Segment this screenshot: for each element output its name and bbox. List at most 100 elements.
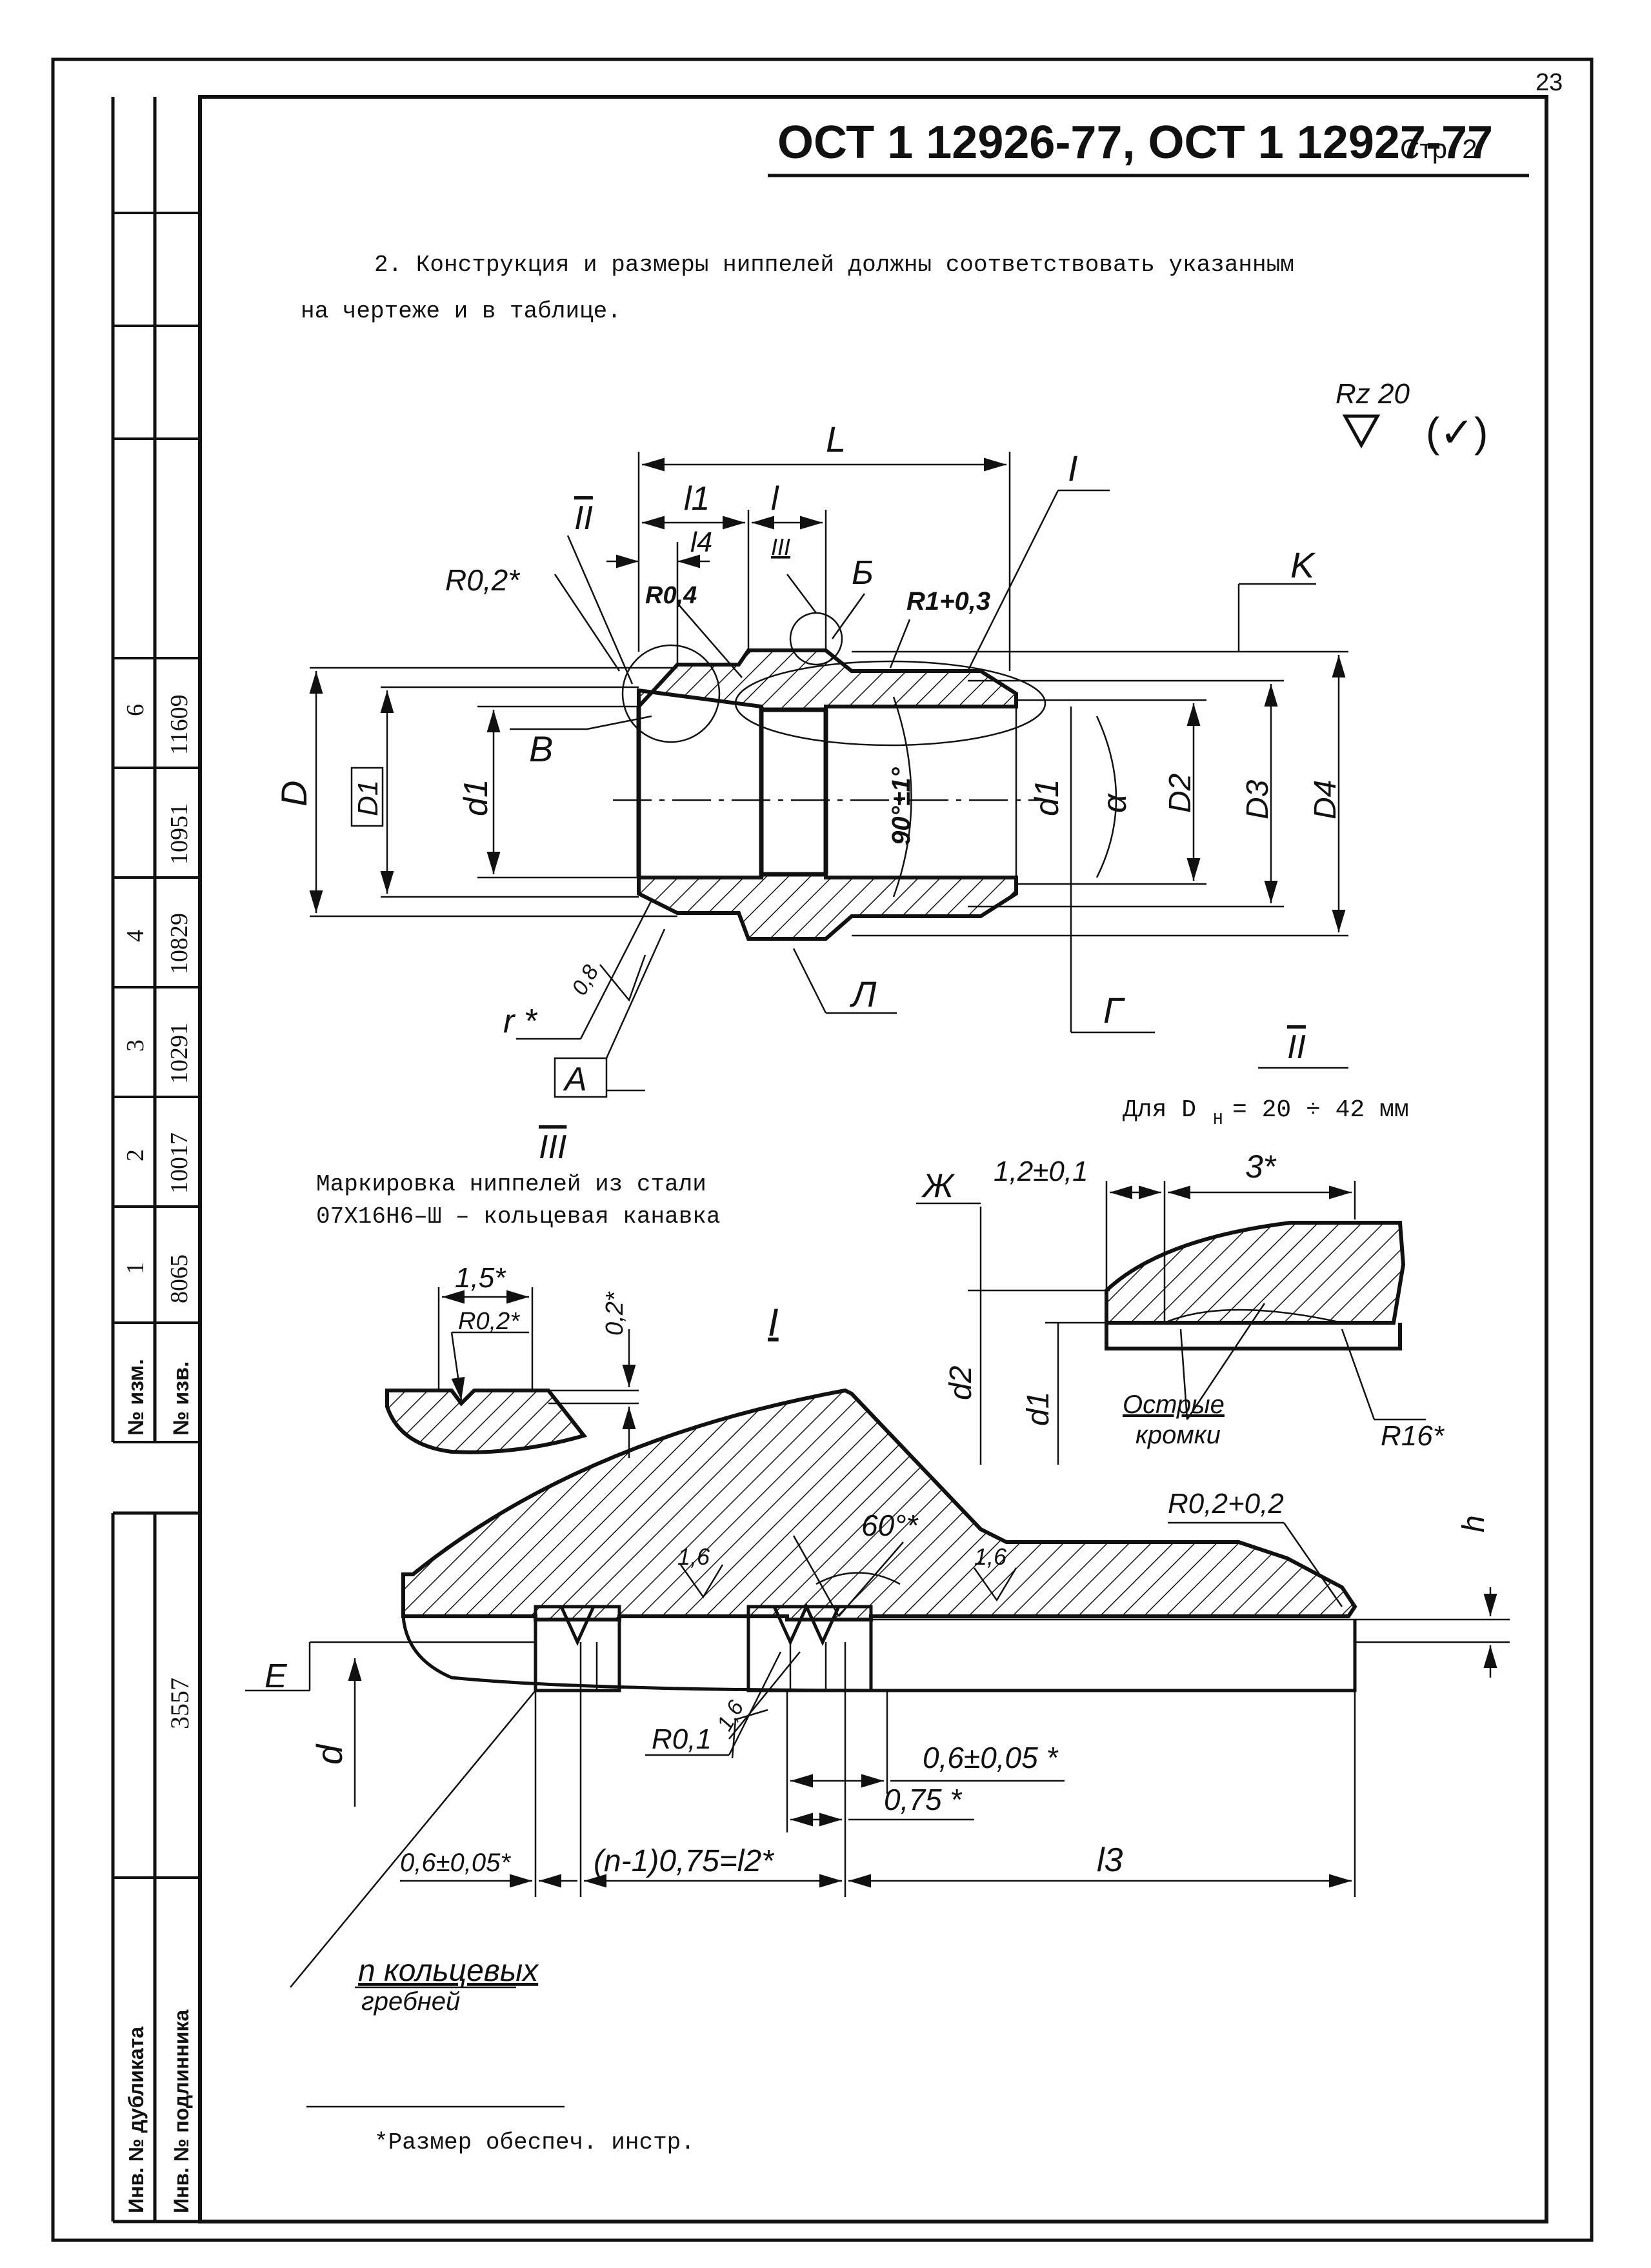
label-D1: D1: [352, 780, 384, 816]
view-I-title: I: [768, 1301, 779, 1344]
marking-line-1: Маркировка ниппелей из стали: [316, 1171, 706, 1198]
view-I-l3: l3: [1097, 1841, 1123, 1879]
view-I-ridges-2: гребней: [361, 1987, 460, 2016]
view-I-R01: R0,1: [652, 1723, 712, 1755]
stamp-bottom-label-2: Инв. № подлинника: [170, 2010, 193, 2213]
d-range-value: = 20 ÷ 42 мм: [1232, 1096, 1409, 1124]
stamp-cell-6: 6: [122, 704, 149, 716]
roughness-symbol: Rz 20 (✓): [1336, 378, 1488, 456]
view-I-angle60: 60°*: [861, 1509, 919, 1542]
label-L-letter: Л: [850, 974, 877, 1014]
detail-oval-I: [734, 660, 1046, 747]
view-I-rough16b: 1,6: [974, 1543, 1007, 1570]
stamp-cell-4: 4: [122, 930, 149, 942]
view-I-rough16a: 1,6: [677, 1543, 710, 1570]
side-stamp: 6 11609 10951 4 10829 3 10291 2 10017 1 …: [111, 97, 200, 2223]
view-I-R02: R0,2+0,2: [1168, 1488, 1284, 1520]
footnote: *Размер обеспеч. инстр.: [374, 2129, 695, 2156]
view-II-sharp-2: кромки: [1136, 1421, 1221, 1449]
label-r: r *: [503, 1003, 538, 1040]
intro-line-2: на чертеже и в таблице.: [301, 298, 621, 325]
label-R04: R0,4: [645, 582, 697, 609]
view-I-ridges-1: n кольцевых: [358, 1954, 539, 1988]
page-number: 23: [1536, 69, 1563, 96]
view-III-R02: R0,2*: [458, 1308, 520, 1335]
roughness-label: Rz 20: [1336, 378, 1410, 410]
view-I-E: Е: [265, 1658, 288, 1695]
stamp-bottom-label-1: Инв. № дубликата: [125, 2027, 148, 2213]
label-angle: 90°±1°: [887, 767, 916, 845]
label-D2: D2: [1163, 774, 1197, 813]
label-G: Г: [1103, 990, 1125, 1030]
view-I-d: d: [309, 1743, 350, 1765]
label-l: l: [771, 480, 779, 517]
label-L: L: [826, 419, 846, 459]
header-title: ОСТ 1 12926-77, ОСТ 1 12927-77: [777, 117, 1493, 168]
label-B6: Б: [852, 554, 874, 592]
stamp-cell-11609: 11609: [166, 694, 193, 755]
label-K: K: [1290, 545, 1316, 585]
label-D4: D4: [1308, 780, 1343, 819]
d-range-sub: Н: [1213, 1110, 1223, 1129]
label-l4: l4: [690, 527, 712, 558]
d-range-note: Для D Н = 20 ÷ 42 мм: [1123, 1096, 1409, 1129]
view-III-section: [385, 1389, 588, 1454]
marking-line-2: 07Х16Н6–Ш – кольцевая канавка: [316, 1203, 721, 1230]
d-range-prefix: Для D: [1123, 1096, 1196, 1124]
outer-frame: [51, 57, 1594, 2242]
label-D3: D3: [1241, 779, 1275, 819]
stamp-cell-1: 1: [122, 1262, 149, 1274]
marking-title: III: [539, 1129, 566, 1166]
stamp-cell-8065: 8065: [166, 1254, 193, 1303]
stamp-cell-10017: 10017: [166, 1132, 193, 1194]
detail-circle-II: [621, 644, 721, 743]
label-D: D: [274, 781, 314, 807]
stamp-cell-10291: 10291: [166, 1023, 193, 1084]
view-I-dim075: 0,75 *: [884, 1783, 963, 1816]
label-d1-right: d1: [1028, 779, 1066, 816]
stamp-cell-10951: 10951: [166, 803, 193, 865]
stamp-cell-3: 3: [122, 1039, 149, 1052]
label-R02: R0,2*: [445, 563, 521, 597]
view-II-dim2: 3*: [1245, 1149, 1277, 1185]
roughness-paren: (✓): [1426, 409, 1488, 456]
label-B: В: [529, 728, 553, 769]
label-R1: R1+0,3: [906, 587, 990, 616]
view-II-zh: Ж: [921, 1167, 956, 1205]
view-II-d1: d1: [1021, 1392, 1056, 1426]
marking-note: III Маркировка ниппелей из стали 07Х16Н6…: [316, 1129, 721, 1230]
label-alpha: α: [1096, 793, 1134, 813]
label-III: III: [771, 534, 790, 560]
view-I-dim06: 0,6±0,05 *: [923, 1741, 1059, 1774]
view-II-d2: d2: [944, 1366, 978, 1400]
body-upper-section: [637, 648, 1018, 712]
view-I-rough16c: 1,6: [712, 1696, 749, 1735]
view-II-section: [1105, 1221, 1406, 1325]
label-II: II: [574, 499, 593, 537]
label-rough-08: 0,8: [567, 961, 604, 999]
label-A: А: [563, 1061, 587, 1098]
stamp-cell-2: 2: [122, 1149, 149, 1161]
view-II-sharp-1: Острые: [1123, 1390, 1225, 1419]
view-III-detail: 1,5* R0,2* 0,2*: [385, 1262, 639, 1458]
view-II-R16: R16*: [1381, 1420, 1445, 1452]
stamp-number: 3557: [165, 1678, 194, 1729]
stamp-row-label-1: № изм.: [124, 1359, 148, 1436]
header-page: Стр. 2: [1400, 134, 1477, 164]
intro-line-1: 2. Конструкция и размеры ниппелей должны…: [374, 252, 1294, 278]
inner-frame: [198, 95, 1548, 2223]
label-d1-left: d1: [457, 779, 495, 816]
view-I-h: h: [1457, 1515, 1491, 1532]
view-II-detail: Ж 1,2±0,1 3* d2 d1 Острые кромки R16*: [916, 1149, 1445, 1465]
label-l1: l1: [684, 480, 710, 517]
view-I-dim06b: 0,6±0,05*: [400, 1849, 511, 1877]
stamp-row-label-2: № изв.: [169, 1361, 194, 1436]
label-I: I: [1068, 448, 1078, 488]
view-III-dim02: 0,2*: [601, 1291, 628, 1336]
stamp-cell-10829: 10829: [166, 913, 193, 974]
label-II-view: II: [1287, 1029, 1306, 1066]
main-drawing: L I l1 l II l4 III Б R0,2* R0,4 R1+0,3 K…: [274, 419, 1348, 1098]
view-II-dim1: 1,2±0,1: [994, 1156, 1088, 1187]
view-I-n1: (n-1)0,75=l2*: [594, 1844, 774, 1878]
